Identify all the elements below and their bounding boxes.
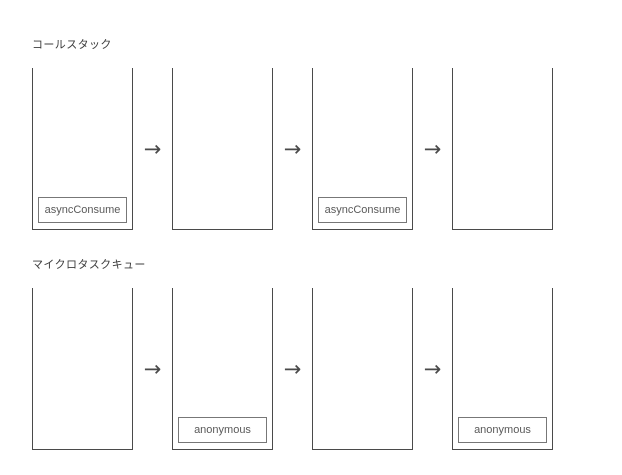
section-call-stack: コールスタック asyncConsume → → asyncConsume → (32, 38, 553, 230)
call-stack-steps: asyncConsume → → asyncConsume → (32, 68, 553, 230)
microtask-queue-column-3 (312, 288, 413, 450)
call-stack-column-1: asyncConsume (32, 68, 133, 230)
microtask-queue-column-1 (32, 288, 133, 450)
call-stack-arrow-2: → (273, 68, 312, 230)
stack-frame: asyncConsume (38, 197, 127, 223)
section-microtask-queue: マイクロタスクキュー → anonymous → → anonymous (32, 258, 553, 450)
arrow-right-icon: → (423, 356, 442, 381)
call-stack-column-2 (172, 68, 273, 230)
call-stack-label: コールスタック (32, 38, 112, 51)
arrow-right-icon: → (283, 356, 302, 381)
call-stack-arrow-3: → (413, 68, 452, 230)
microtask-queue-label: マイクロタスクキュー (32, 258, 146, 271)
arrow-right-icon: → (143, 136, 162, 161)
microtask-queue-column-4: anonymous (452, 288, 553, 450)
microtask-queue-arrow-3: → (413, 288, 452, 450)
call-stack-column-3: asyncConsume (312, 68, 413, 230)
microtask-queue-steps: → anonymous → → anonymous (32, 288, 553, 450)
microtask-queue-arrow-2: → (273, 288, 312, 450)
arrow-right-icon: → (143, 356, 162, 381)
call-stack-arrow-1: → (133, 68, 172, 230)
microtask-queue-arrow-1: → (133, 288, 172, 450)
queue-task: anonymous (178, 417, 267, 443)
queue-task: anonymous (458, 417, 547, 443)
call-stack-column-4 (452, 68, 553, 230)
stack-frame: asyncConsume (318, 197, 407, 223)
arrow-right-icon: → (423, 136, 442, 161)
microtask-queue-column-2: anonymous (172, 288, 273, 450)
arrow-right-icon: → (283, 136, 302, 161)
